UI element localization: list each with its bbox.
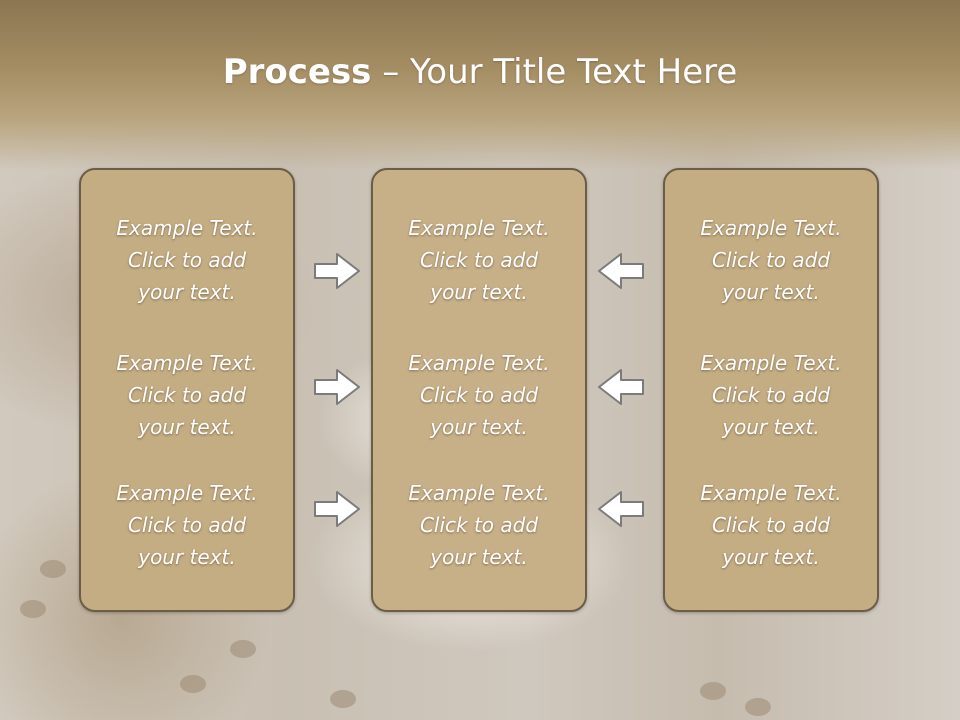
title-banner bbox=[0, 0, 960, 170]
text-line: your text. bbox=[138, 280, 236, 304]
text-line: Click to add bbox=[127, 383, 247, 407]
text-line: Click to add bbox=[419, 513, 539, 537]
arrow-left-icon[interactable] bbox=[597, 367, 645, 407]
text-line: Example Text. bbox=[408, 216, 550, 240]
text-block-right-3[interactable]: Example Text. Click to add your text. bbox=[665, 477, 877, 573]
text-line: your text. bbox=[722, 415, 820, 439]
text-block-left-2[interactable]: Example Text. Click to add your text. bbox=[81, 347, 293, 443]
text-line: Example Text. bbox=[408, 481, 550, 505]
text-line: Click to add bbox=[419, 383, 539, 407]
text-line: your text. bbox=[722, 280, 820, 304]
text-block-left-3[interactable]: Example Text. Click to add your text. bbox=[81, 477, 293, 573]
arrow-right-icon[interactable] bbox=[313, 489, 361, 529]
text-block-right-2[interactable]: Example Text. Click to add your text. bbox=[665, 347, 877, 443]
text-line: Click to add bbox=[711, 513, 831, 537]
text-block-right-1[interactable]: Example Text. Click to add your text. bbox=[665, 212, 877, 308]
text-block-center-2[interactable]: Example Text. Click to add your text. bbox=[373, 347, 585, 443]
text-line: Example Text. bbox=[700, 351, 842, 375]
text-line: your text. bbox=[138, 415, 236, 439]
text-line: your text. bbox=[430, 545, 528, 569]
slide-title[interactable]: Process – Your Title Text Here bbox=[0, 52, 960, 92]
text-line: Click to add bbox=[711, 248, 831, 272]
text-block-center-3[interactable]: Example Text. Click to add your text. bbox=[373, 477, 585, 573]
text-line: your text. bbox=[722, 545, 820, 569]
text-line: Click to add bbox=[419, 248, 539, 272]
text-block-left-1[interactable]: Example Text. Click to add your text. bbox=[81, 212, 293, 308]
arrow-left-icon[interactable] bbox=[597, 489, 645, 529]
left-text-box[interactable]: Example Text. Click to add your text. Ex… bbox=[79, 168, 295, 612]
arrow-right-icon[interactable] bbox=[313, 251, 361, 291]
text-line: your text. bbox=[430, 280, 528, 304]
title-rest: – Your Title Text Here bbox=[371, 52, 738, 92]
text-line: Example Text. bbox=[700, 216, 842, 240]
text-line: your text. bbox=[430, 415, 528, 439]
text-line: Click to add bbox=[711, 383, 831, 407]
right-text-box[interactable]: Example Text. Click to add your text. Ex… bbox=[663, 168, 879, 612]
arrow-right-icon[interactable] bbox=[313, 367, 361, 407]
arrow-left-icon[interactable] bbox=[597, 251, 645, 291]
text-line: Example Text. bbox=[116, 216, 258, 240]
text-line: Example Text. bbox=[408, 351, 550, 375]
text-line: Example Text. bbox=[116, 351, 258, 375]
title-bold: Process bbox=[222, 52, 372, 92]
text-line: Click to add bbox=[127, 248, 247, 272]
center-text-box[interactable]: Example Text. Click to add your text. Ex… bbox=[371, 168, 587, 612]
text-block-center-1[interactable]: Example Text. Click to add your text. bbox=[373, 212, 585, 308]
text-line: Example Text. bbox=[116, 481, 258, 505]
text-line: Example Text. bbox=[700, 481, 842, 505]
text-line: your text. bbox=[138, 545, 236, 569]
text-line: Click to add bbox=[127, 513, 247, 537]
